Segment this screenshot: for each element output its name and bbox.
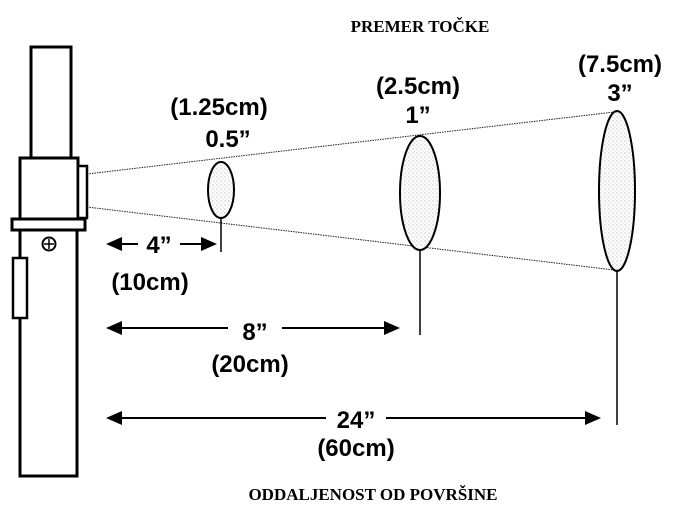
device-handle — [18, 228, 79, 478]
spot-label-small-inch: 0.5” — [205, 126, 250, 153]
thermometer-device — [10, 45, 89, 478]
distance-label-10cm: (10cm) — [111, 269, 188, 296]
beam-upper-edge — [86, 111, 615, 175]
spot-label-medium-cm: (2.5cm) — [376, 73, 460, 100]
spot-label-small-cm: (1.25cm) — [170, 94, 267, 121]
device-head — [18, 156, 80, 222]
footer-label: ODDALJENOST OD POVRŠINE — [248, 485, 497, 504]
device-trigger — [11, 256, 29, 320]
spot-label-medium-inch: 1” — [405, 102, 430, 129]
title: PREMER TOČKE — [351, 17, 490, 36]
spot-label-large-cm: (7.5cm) — [578, 51, 662, 78]
distance-arrow-24in — [106, 411, 601, 425]
distance-arrow-8in — [106, 321, 400, 335]
distance-label-20cm: (20cm) — [211, 351, 288, 378]
device-collar — [10, 217, 87, 232]
spot-ellipse-medium — [399, 135, 441, 251]
device-probe — [29, 45, 73, 162]
distance-label-8in: 8” — [242, 319, 267, 346]
screw-icon — [41, 236, 57, 252]
distance-label-60cm: (60cm) — [317, 435, 394, 462]
device-lens — [76, 164, 89, 220]
spot-ellipse-small — [207, 161, 235, 219]
distance-arrow-4in — [106, 237, 217, 251]
spot-ellipse-large — [598, 110, 636, 272]
distance-label-24in: 24” — [337, 407, 376, 434]
distance-label-4in: 4” — [146, 232, 171, 259]
beam-lower-edge — [86, 206, 615, 271]
spot-label-large-inch: 3” — [607, 80, 632, 107]
